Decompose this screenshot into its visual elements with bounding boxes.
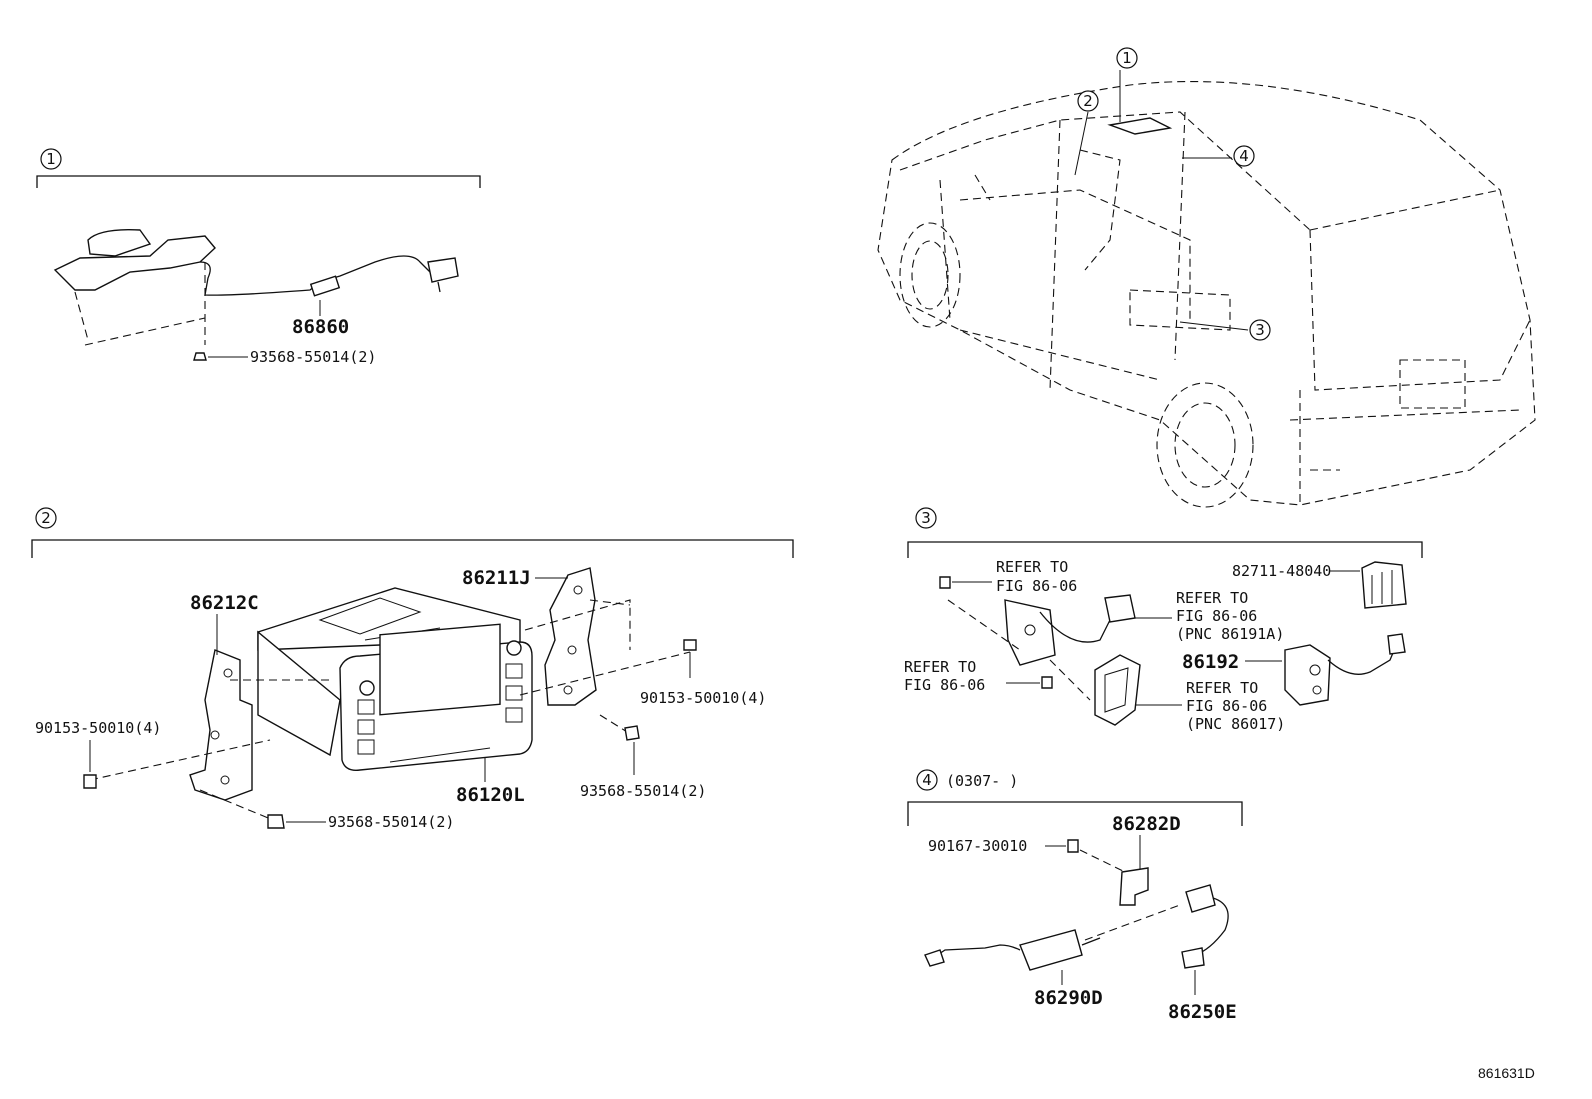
callout-number: 1 [46,150,56,168]
screw-icon [267,814,285,829]
callout-number: 2 [41,509,51,527]
callout-number: 3 [1255,321,1265,339]
clip-drawing [1361,561,1407,609]
section-4: 4 (0307- ) 90167-30010 86282D 86290D [907,769,1243,1023]
figure-id: 861631D [1478,1065,1535,1081]
callout-circle-4 [916,769,938,791]
section-bracket [907,801,1243,826]
section-bracket [907,541,1423,558]
callout-circle-1 [40,148,62,170]
refer-3-line2: FIG 86-06 [904,676,985,694]
part-93568-55014-label: 93568-55014(2) [250,348,376,366]
bolt-icon [193,352,207,361]
refer-4-line2: FIG 86-06 [1186,697,1267,715]
callout-number: 3 [921,509,931,527]
screw-icon [1067,839,1079,853]
refer-4-line3: (PNC 86017) [1186,715,1285,733]
vehicle-callouts: 1 2 3 4 [1077,47,1271,341]
callout-number: 1 [1122,49,1132,67]
part-86282D-label: 86282D [1112,813,1181,835]
part-86250E-label: 86250E [1168,1001,1237,1023]
bolt-icon [683,639,697,651]
part-93568-55014-right-label: 93568-55014(2) [580,782,706,800]
part-86192-label: 86192 [1182,651,1239,673]
callout-number: 4 [922,771,932,789]
part-86860-label: 86860 [292,316,349,338]
refer-2-line1: REFER TO [1176,589,1248,607]
refer-1-line2: FIG 86-06 [996,577,1077,595]
part-86212C-label: 86212C [190,592,259,614]
part-90167-30010-label: 90167-30010 [928,837,1027,855]
section-1: 1 86860 93568-55014(2) [36,148,481,366]
part-90153-50010-left-label: 90153-50010(4) [35,719,161,737]
screw-icon [1041,676,1053,689]
console-bracket-drawing [1004,594,1136,666]
vehicle-drawing [877,70,1536,508]
left-bracket-drawing [189,649,253,801]
part-93568-55014-bottom-label: 93568-55014(2) [328,813,454,831]
callout-circle-3 [915,507,937,529]
refer-1-line1: REFER TO [996,558,1068,576]
section-2: 2 [31,507,794,831]
accessory-switch-drawing [1284,633,1406,706]
refer-2-line3: (PNC 86191A) [1176,625,1284,643]
screw-icon [624,725,640,741]
right-bracket-drawing [544,567,597,706]
refer-3-line1: REFER TO [904,658,976,676]
refer-2-line2: FIG 86-06 [1176,607,1257,625]
part-86290D-label: 86290D [1034,987,1103,1009]
bracket-drawing [1119,867,1149,906]
part-86120L-label: 86120L [456,784,525,806]
callout-number: 4 [1239,147,1249,165]
section-bracket [36,175,481,188]
module-drawing [924,929,1101,971]
callout-number: 2 [1083,92,1093,110]
cigarette-socket-drawing [1094,654,1141,726]
part-86211J-label: 86211J [462,567,531,589]
refer-4-line1: REFER TO [1186,679,1258,697]
bolt-icon [83,774,97,789]
part-82711-48040-label: 82711-48040 [1232,562,1331,580]
navigation-head-unit-drawing [257,587,533,771]
section-bracket [31,539,794,558]
part-90153-50010-right-label: 90153-50010(4) [640,689,766,707]
section-3: 3 REFER TO FIG 86-06 REFER TO FIG 86-06 … [904,507,1423,733]
connector-drawing [1181,884,1229,969]
date-range-label: (0307- ) [946,772,1018,790]
callout-circle-2 [35,507,57,529]
antenna-amplifier-drawing [53,229,459,297]
screw-icon [939,576,951,589]
